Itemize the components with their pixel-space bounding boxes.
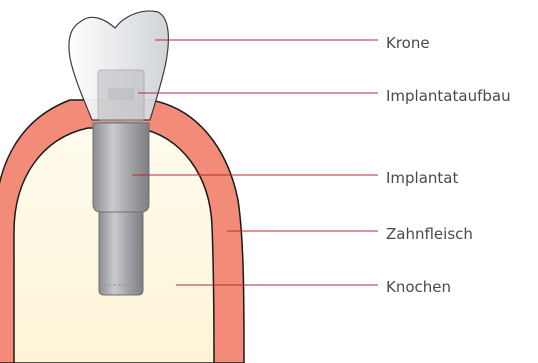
abutment <box>98 70 144 122</box>
implant-body <box>93 123 149 212</box>
implant-screw <box>99 212 143 295</box>
label-knochen: Knochen <box>386 278 451 296</box>
label-implantataufbau: Implantataufbau <box>386 87 511 105</box>
label-implantat: Implantat <box>386 169 458 187</box>
label-krone: Krone <box>386 34 430 52</box>
label-zahnfleisch: Zahnfleisch <box>386 225 473 243</box>
